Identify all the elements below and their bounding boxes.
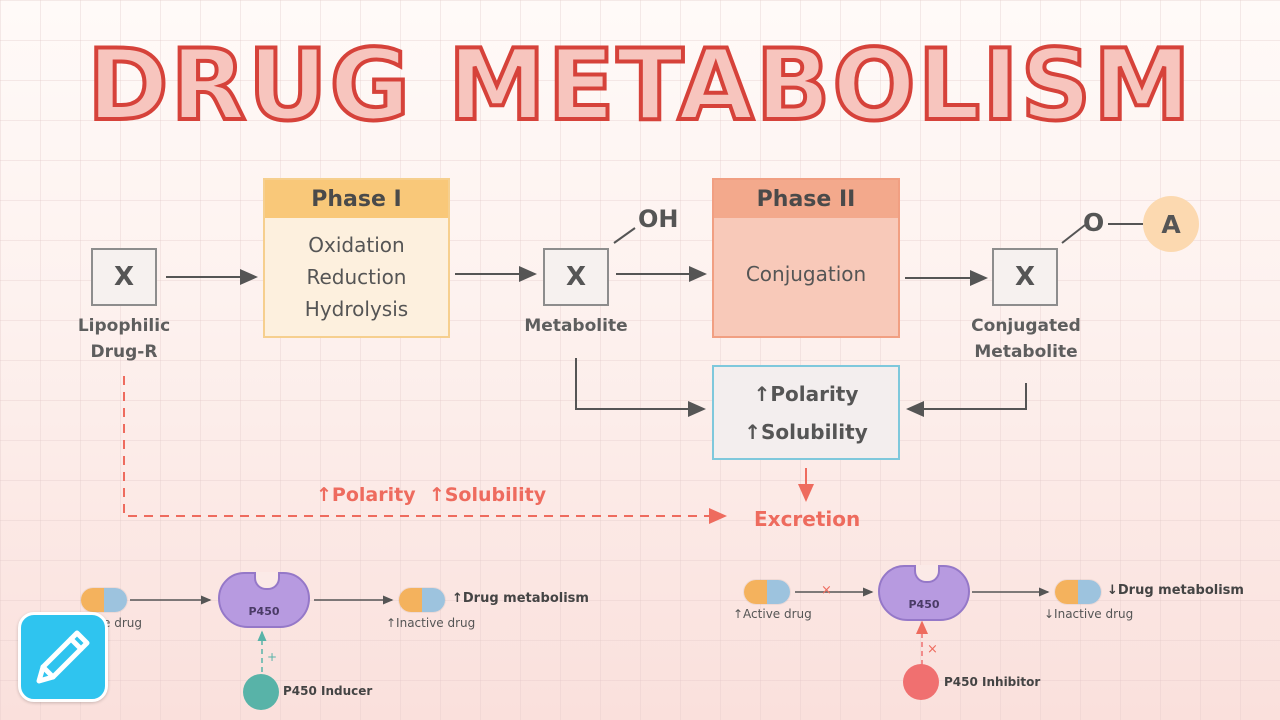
capsule-icon xyxy=(399,588,445,612)
inhibitor-arrows xyxy=(795,587,1050,665)
phase1-header: Phase I xyxy=(265,180,448,218)
app-logo[interactable] xyxy=(18,612,108,702)
inhibitor-agent-circle xyxy=(903,664,939,700)
drug-label-line2: Drug-R xyxy=(90,342,158,363)
phase2-item-conjugation: Conjugation xyxy=(745,262,867,286)
phase2-box: Phase II Conjugation xyxy=(712,178,900,338)
inducer-inactive-label: ↑Inactive drug xyxy=(386,616,476,630)
metabolite-x-box: X xyxy=(543,248,609,306)
excretion-label: Excretion xyxy=(754,507,861,531)
oh-group: OH xyxy=(638,205,679,233)
inducer-enzyme-label: P450 xyxy=(248,605,280,618)
inhibitor-effect-label: ↓Drug metabolism xyxy=(1107,583,1244,598)
inducer-agent-circle xyxy=(243,674,279,710)
result-polarity: ↑Polarity xyxy=(753,381,859,406)
inhibitor-sign: × xyxy=(927,642,938,657)
phase2-items: Conjugation xyxy=(714,218,898,336)
page-title: DRUG METABOLISM xyxy=(85,28,1193,144)
inducer-sign: + xyxy=(267,650,278,664)
inducer-active-label: e drug xyxy=(103,616,142,630)
inducer-enzyme-icon: P450 xyxy=(218,572,310,628)
phase1-items: Oxidation Reduction Hydrolysis xyxy=(265,218,448,336)
excretion-arrows xyxy=(123,376,814,524)
capsule-icon xyxy=(744,580,790,604)
inhibitor-active-label: ↑Active drug xyxy=(733,607,812,621)
inhibitor-enzyme-label: P450 xyxy=(908,598,940,611)
a-group-circle: A xyxy=(1143,196,1199,252)
metabolite-label: Metabolite xyxy=(524,316,628,336)
result-solubility: ↑Solubility xyxy=(744,419,868,444)
phase1-item-oxidation: Oxidation xyxy=(308,233,405,257)
result-box: ↑Polarity ↑Solubility xyxy=(712,365,900,460)
inhibitor-block-sign: × xyxy=(821,583,832,598)
phase1-box: Phase I Oxidation Reduction Hydrolysis xyxy=(263,178,450,338)
conjugated-label-line1: Conjugated xyxy=(971,316,1081,336)
inhibitor-inactive-label: ↓Inactive drug xyxy=(1044,607,1134,621)
inducer-effect-label: ↑Drug metabolism xyxy=(452,591,589,606)
main-flow-arrows xyxy=(166,223,1143,417)
pencil-icon xyxy=(36,630,90,684)
inhibitor-enzyme-icon: P450 xyxy=(878,565,970,621)
inducer-agent-label: P450 Inducer xyxy=(283,684,373,698)
phase1-item-hydrolysis: Hydrolysis xyxy=(304,297,409,321)
conjugated-label-line2: Metabolite xyxy=(974,342,1078,363)
pathway-text: ↑Polarity ↑Solubility xyxy=(316,484,547,506)
inhibitor-agent-label: P450 Inhibitor xyxy=(944,675,1041,689)
drug-x-box: X xyxy=(91,248,157,306)
phase1-item-reduction: Reduction xyxy=(306,265,407,289)
conjugated-x-box: X xyxy=(992,248,1058,306)
a-group-label: A xyxy=(1161,209,1181,239)
drug-label-line1: Lipophilic xyxy=(77,316,171,336)
drug-label: Lipophilic Drug-R xyxy=(56,313,192,366)
o-group: O xyxy=(1083,208,1105,237)
capsule-icon xyxy=(1055,580,1101,604)
inducer-arrows xyxy=(130,595,394,672)
conjugated-label: Conjugated Metabolite xyxy=(952,313,1100,366)
capsule-icon xyxy=(81,588,127,612)
phase2-header: Phase II xyxy=(714,180,898,218)
